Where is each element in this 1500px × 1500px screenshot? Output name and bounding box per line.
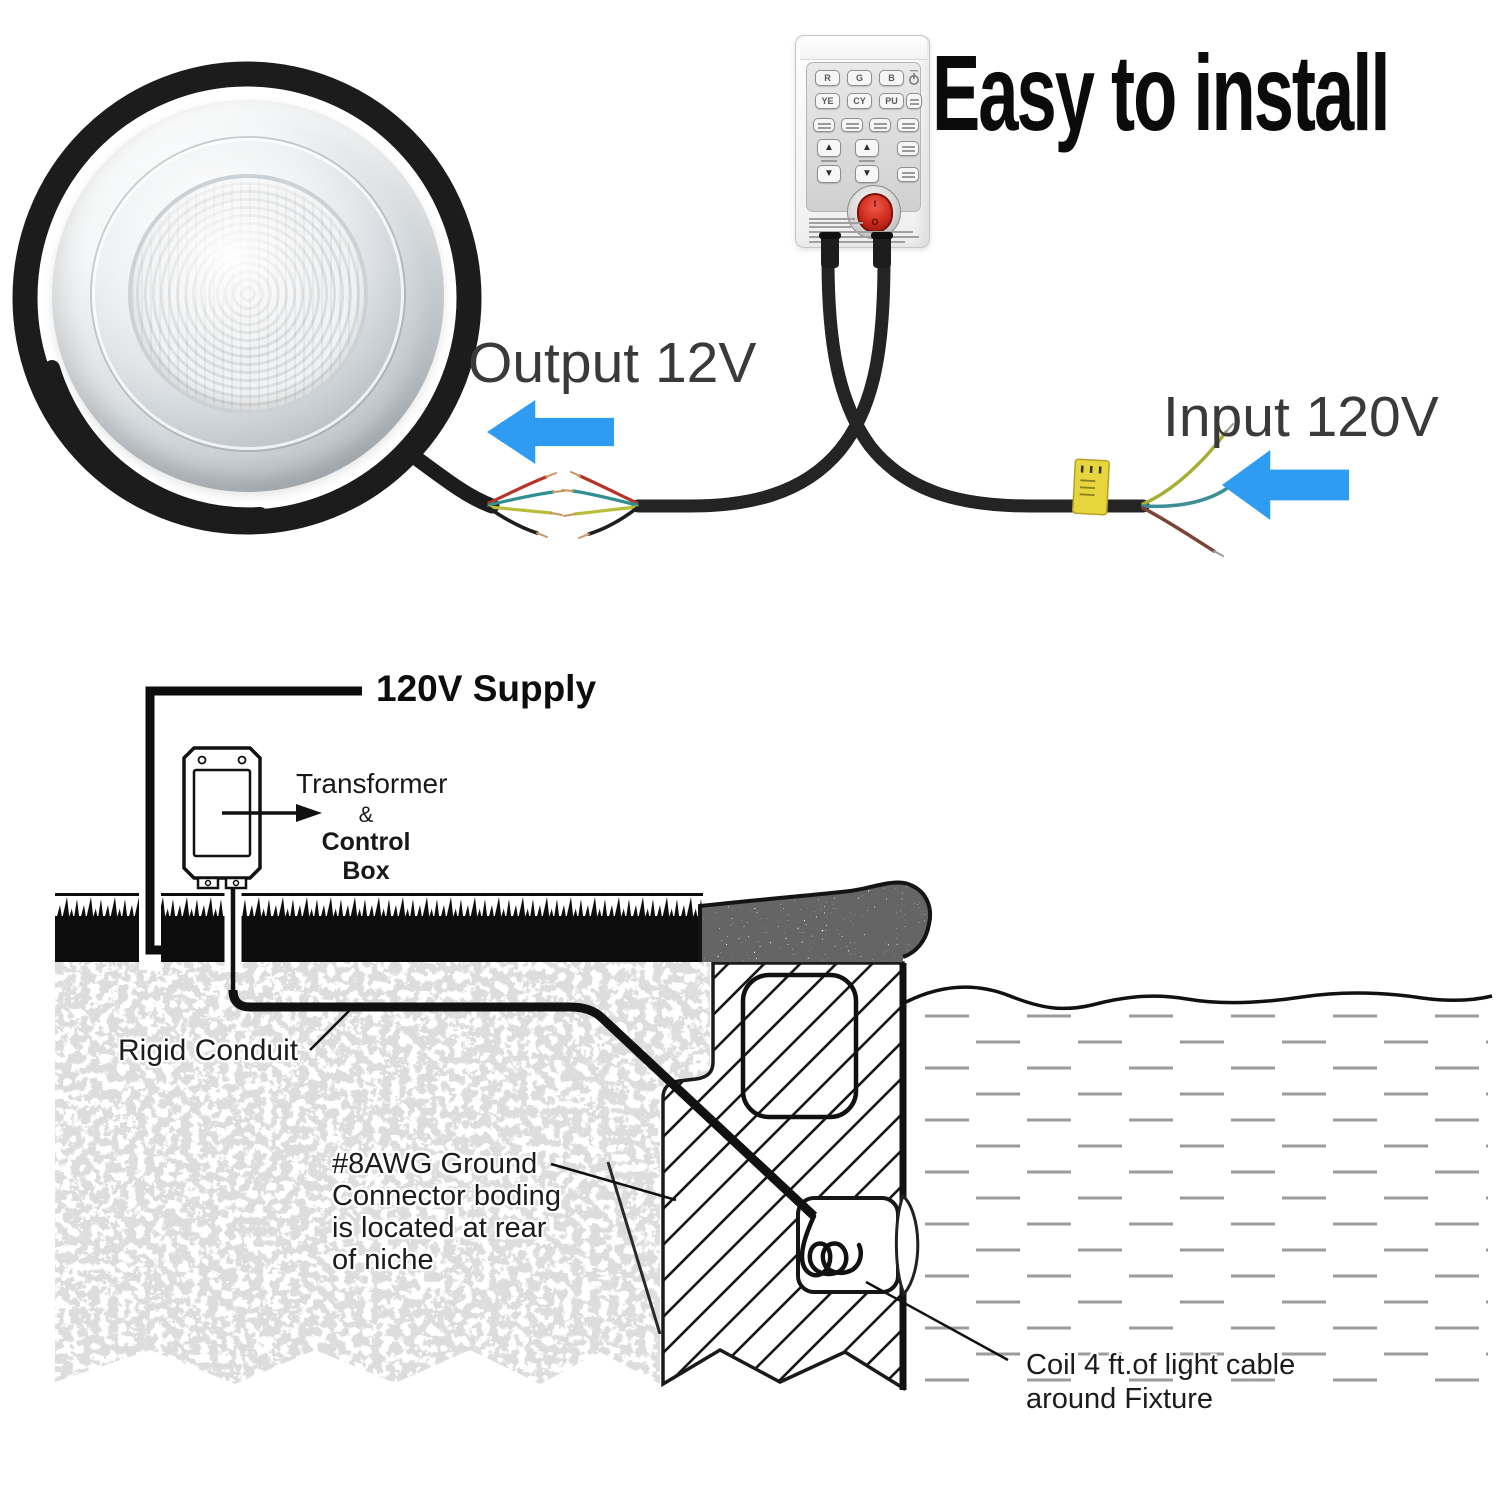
output-cable: [631, 253, 891, 513]
button-up-1: ▲: [817, 139, 841, 157]
cable-gland-left: [819, 232, 841, 268]
water-surface: [905, 985, 1493, 1011]
switch-off-mark: O: [871, 217, 879, 227]
leader-ground-note: [550, 1162, 677, 1202]
page-title: Easy to install: [932, 32, 1390, 153]
button-up-2: ▲: [855, 139, 879, 157]
controller-box: R G B YE CY PU ▲ ▲ ▼ ▼: [795, 35, 930, 268]
pool-light-image: [0, 0, 500, 560]
button-yellow: YE: [815, 93, 840, 109]
input-cable: [821, 253, 1150, 513]
button-mode-3: [869, 118, 891, 132]
ground-note-line: Connector boding: [332, 1180, 561, 1212]
button-mode: [897, 167, 919, 182]
button-purple: PU: [879, 93, 904, 109]
coil-note-line: Coil 4 ft.of light cable: [1026, 1349, 1296, 1381]
button-down-1: ▼: [817, 165, 841, 183]
conduit-line: [228, 989, 818, 1220]
button-mode-2: [841, 118, 863, 132]
light-lens-side: [894, 1193, 920, 1297]
power-switch: I O: [847, 185, 901, 239]
rigid-conduit-label: Rigid Conduit: [118, 1034, 299, 1067]
ground-note-line: is located at rear: [332, 1212, 547, 1244]
controller-keypad: R G B YE CY PU ▲ ▲ ▼ ▼: [806, 62, 922, 239]
ground-note-line: of niche: [332, 1244, 434, 1276]
light-cable-coil: [12, 61, 500, 535]
power-rocker: I O: [857, 193, 893, 233]
switch-on-mark: I: [873, 199, 877, 209]
cable-tag: [1072, 458, 1110, 516]
button-blue: B: [879, 70, 904, 86]
ground-texture: [55, 962, 710, 1384]
button-down-2: ▼: [855, 165, 879, 183]
ground-connector-note: #8AWG Ground Connector boding is located…: [332, 1148, 561, 1276]
controller-body: R G B YE CY PU ▲ ▲ ▼ ▼: [795, 35, 930, 268]
pool-light-inner-ring: [92, 138, 404, 450]
leader-coil-note: [865, 1280, 1009, 1362]
transformer-box: [182, 746, 322, 890]
button-red: R: [815, 70, 840, 86]
transformer-label-line: Control: [321, 828, 411, 856]
transformer-label: Transformer & Control Box: [296, 768, 448, 886]
ground-note-line: #8AWG Ground: [332, 1148, 538, 1180]
button-cyan: CY: [847, 93, 872, 109]
wall-chase: [740, 972, 859, 1120]
supply-label: 120V Supply: [376, 668, 597, 709]
input-voltage-label: Input 120V: [1163, 385, 1439, 449]
water-dashes: [925, 1014, 1488, 1382]
transformer-label-line: Box: [342, 857, 390, 885]
pool-light-lens: [128, 174, 368, 414]
power-icon: [908, 69, 920, 92]
splice-wires-left: [487, 472, 565, 538]
button-mode-4: [897, 118, 919, 132]
button-white: [906, 93, 922, 109]
pool-deck-outline: [698, 880, 932, 962]
leader-rigid-conduit: [309, 1007, 353, 1051]
supply-line: [145, 686, 362, 955]
output-voltage-label: Output 12V: [468, 331, 757, 395]
pool-light-bezel: [52, 100, 444, 492]
controller-cap: [800, 36, 927, 60]
button-green: G: [847, 70, 872, 86]
coil-cable-note: Coil 4 ft.of light cable around Fixture: [1026, 1348, 1295, 1416]
cable-gland-right: [871, 232, 893, 268]
coil-note-line: around Fixture: [1026, 1383, 1213, 1415]
ground-edge-line: [606, 1161, 662, 1335]
button-rgb-jump: [897, 141, 919, 156]
button-mode-1: [813, 118, 835, 132]
transformer-label-line: &: [358, 802, 374, 827]
transformer-label-line: Transformer: [296, 768, 448, 799]
splice-wires-right: [561, 471, 639, 539]
cable-coil: [799, 1213, 863, 1278]
